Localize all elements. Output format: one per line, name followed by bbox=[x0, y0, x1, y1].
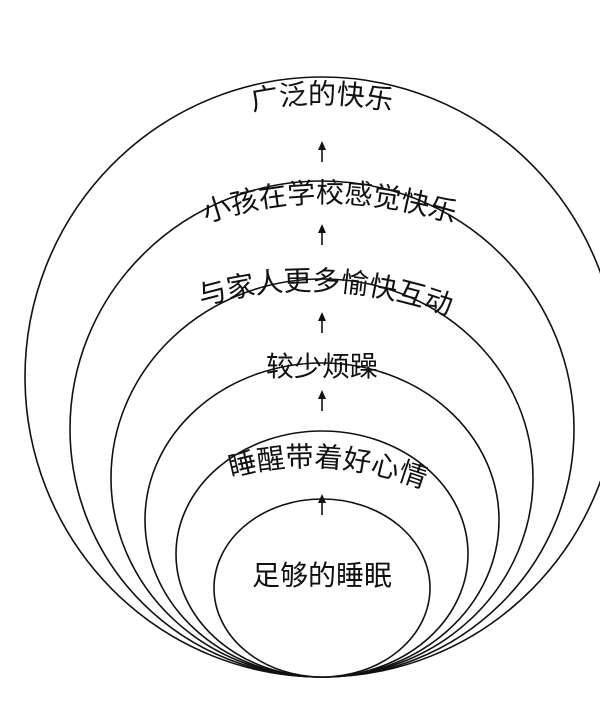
up-arrow-icon bbox=[318, 224, 326, 245]
label-level-3: 较少烦躁 bbox=[266, 350, 378, 383]
up-arrow-icon bbox=[318, 141, 326, 162]
up-arrow-icon bbox=[318, 312, 326, 333]
label-level-1: 足够的睡眠 bbox=[252, 559, 392, 592]
up-arrow-icon bbox=[318, 390, 326, 411]
up-arrow-icon bbox=[318, 494, 326, 515]
